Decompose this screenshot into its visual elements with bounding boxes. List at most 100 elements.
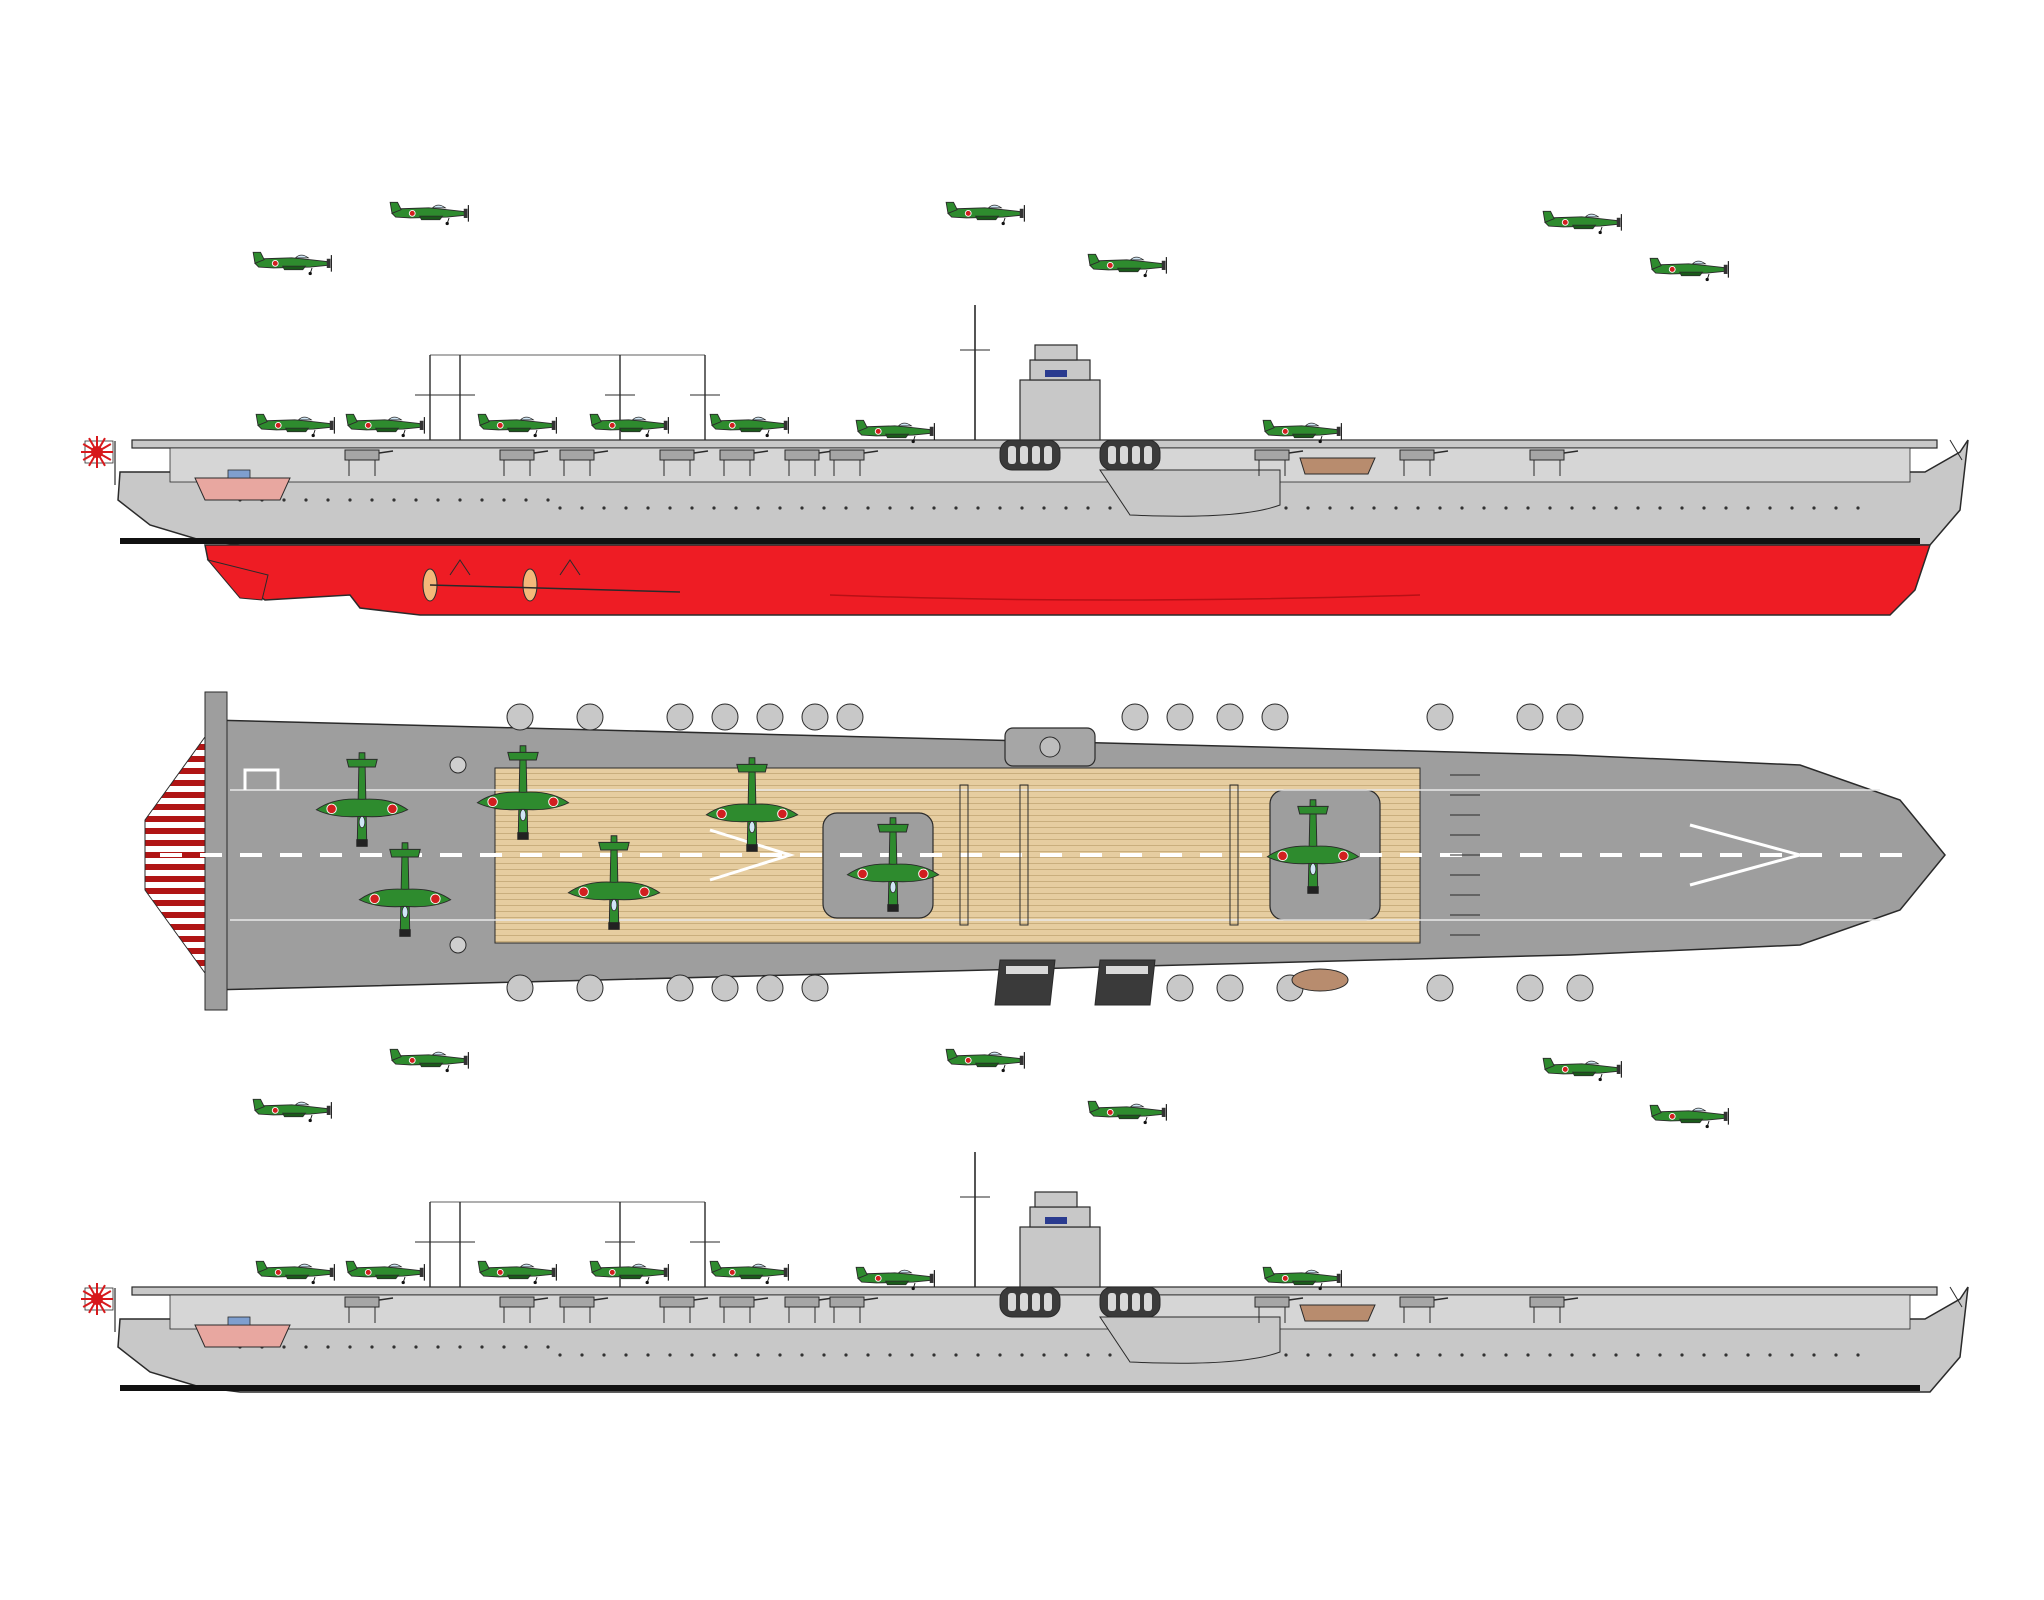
gun-mount-icon — [1399, 449, 1449, 476]
tail-fin — [389, 1048, 402, 1061]
porthole — [1306, 506, 1310, 510]
gun-barrel — [593, 450, 609, 454]
island-base — [1019, 1226, 1101, 1288]
centerline-dash — [280, 853, 302, 857]
wheel — [1705, 277, 1709, 282]
wing — [1292, 1280, 1317, 1286]
plan-view — [144, 691, 1946, 1011]
centerline-dash — [440, 853, 462, 857]
wheel — [308, 1118, 312, 1123]
tail-fin — [855, 1266, 868, 1279]
porthole — [392, 498, 396, 502]
canopy — [519, 416, 535, 421]
porthole — [1504, 1353, 1508, 1357]
flag-ray — [82, 1290, 98, 1300]
mount-housing — [1529, 449, 1565, 461]
hinomaru-roundel-icon — [274, 1268, 282, 1276]
gun-barrel — [593, 1297, 609, 1301]
centerline-dash — [1360, 853, 1382, 857]
gun-mount-icon — [1556, 703, 1584, 731]
centerline-dash — [560, 853, 582, 857]
hinomaru-roundel-icon — [1106, 1108, 1114, 1116]
porthole — [624, 506, 628, 510]
hinomaru-roundel-icon — [1277, 850, 1288, 862]
cowling — [463, 208, 468, 218]
porthole — [1460, 506, 1464, 510]
wheel — [911, 1286, 915, 1291]
cowling — [329, 420, 334, 430]
centerline-dash — [840, 853, 862, 857]
wheel — [445, 221, 449, 226]
fighter-plane-icon — [345, 413, 425, 438]
porthole — [480, 498, 484, 502]
tailplane — [598, 841, 630, 851]
canopy — [1129, 256, 1145, 261]
porthole — [1504, 506, 1508, 510]
tailplane — [346, 758, 378, 768]
porthole — [756, 506, 760, 510]
porthole — [910, 506, 914, 510]
tail-fin — [945, 201, 958, 214]
gun-mount-icon — [506, 703, 534, 731]
porthole — [524, 1345, 528, 1349]
gun-barrel — [863, 1297, 879, 1301]
canopy — [358, 816, 366, 829]
flag-ray — [88, 1284, 98, 1300]
porthole — [1834, 506, 1838, 510]
porthole — [348, 498, 352, 502]
porthole — [1306, 1353, 1310, 1357]
canopy — [294, 254, 310, 259]
porthole — [1592, 1353, 1596, 1357]
wing — [567, 881, 661, 901]
porthole — [646, 506, 650, 510]
canopy — [297, 416, 313, 421]
porthole — [1636, 1353, 1640, 1357]
hinomaru-roundel-icon — [1668, 1112, 1676, 1120]
cowling — [326, 258, 331, 268]
hinomaru-roundel-icon — [496, 1268, 504, 1276]
porthole — [998, 1353, 1002, 1357]
boat-cabin — [227, 1316, 251, 1326]
porthole — [546, 498, 550, 502]
fighter-plane-icon — [476, 745, 570, 840]
flag-ray — [96, 1298, 112, 1308]
porthole — [1394, 506, 1398, 510]
hinomaru-roundel-icon — [578, 886, 589, 898]
hinomaru-roundel-icon — [777, 808, 788, 820]
fighter-plane-icon — [589, 413, 669, 438]
funnel-cap — [1132, 1293, 1140, 1311]
tail-fin — [709, 413, 722, 426]
fighter-plane-icon — [389, 1048, 469, 1073]
porthole — [712, 506, 716, 510]
tail-fin — [1087, 253, 1100, 266]
tailplane — [877, 823, 909, 833]
canopy — [987, 204, 1003, 209]
centerline-dash — [1000, 853, 1022, 857]
centerline-dash — [960, 853, 982, 857]
fighter-plane-icon — [252, 251, 332, 276]
porthole — [370, 1345, 374, 1349]
flag-ray — [96, 451, 106, 467]
cowling — [1336, 426, 1341, 436]
gun-mount-icon — [659, 1296, 709, 1323]
centerline-dash — [160, 853, 182, 857]
porthole — [1658, 1353, 1662, 1357]
gun-mount-icon — [576, 703, 604, 731]
hinomaru-roundel-icon — [548, 796, 559, 808]
canopy — [631, 1263, 647, 1268]
canopy — [401, 906, 409, 919]
canopy — [431, 204, 447, 209]
porthole — [756, 1353, 760, 1357]
tail-fin — [345, 413, 358, 426]
porthole — [1482, 1353, 1486, 1357]
fighter-plane-icon — [255, 1260, 335, 1285]
crash-barrier — [1019, 784, 1029, 926]
wheel — [445, 1068, 449, 1073]
tail-fin — [477, 1260, 490, 1273]
fighter-plane-icon — [1087, 253, 1167, 278]
wheel — [911, 439, 915, 444]
tail-fin — [477, 413, 490, 426]
centerline-dash — [1520, 853, 1542, 857]
flag-ray — [88, 437, 98, 453]
funnel-icon — [999, 1286, 1061, 1318]
